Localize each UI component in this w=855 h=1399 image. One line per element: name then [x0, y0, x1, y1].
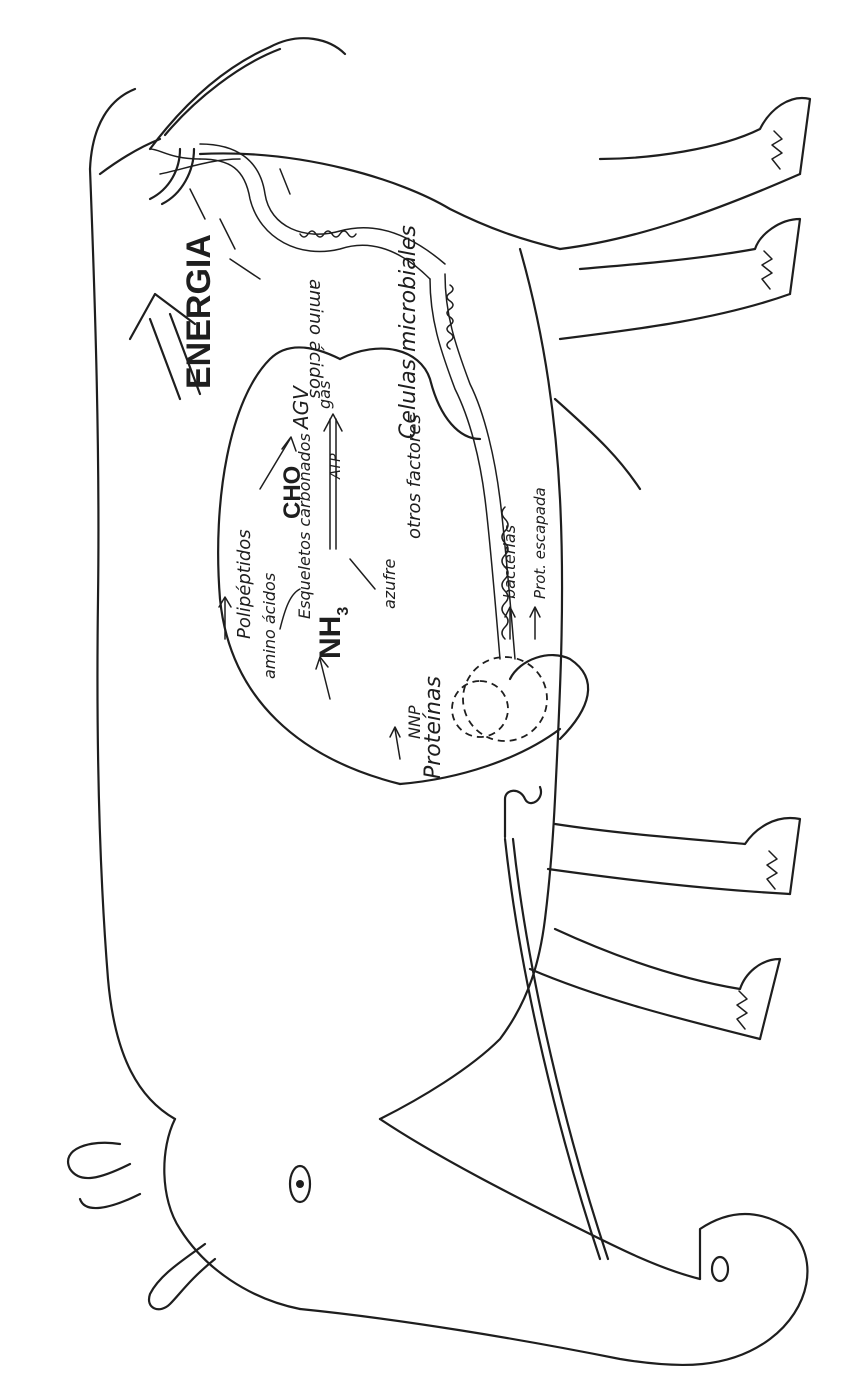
label-gas: gas [315, 381, 334, 409]
label-otros-factores: otros factores [404, 414, 425, 539]
omasum [452, 681, 508, 737]
label-esqueletos: Esqueletos carbonados [295, 433, 314, 619]
label-proteinas: Proteínas [421, 676, 446, 779]
label-nh3: NH3 [314, 607, 352, 659]
label-polipeptidos: Polipéptidos [234, 529, 255, 639]
esophagus [505, 839, 600, 1259]
label-agv: AGV [289, 385, 313, 431]
diagram-labels: ENERGIA amino ácidos Celulas microbiales… [180, 225, 549, 779]
digestive-tract [150, 144, 608, 1259]
label-bacterias: bacterias [500, 525, 519, 599]
nostril-icon [712, 1257, 728, 1281]
abomasum [463, 657, 547, 741]
label-energia: ENERGIA [180, 234, 218, 389]
pupil-icon [296, 1180, 304, 1188]
label-prot-escapada: Prot. escapada [531, 487, 549, 599]
label-celulas: Celulas microbiales [396, 225, 421, 439]
label-amino-acidos: amino ácidos [260, 573, 279, 679]
label-atp: ATP [328, 453, 344, 480]
label-azufre: azufre [380, 558, 399, 609]
